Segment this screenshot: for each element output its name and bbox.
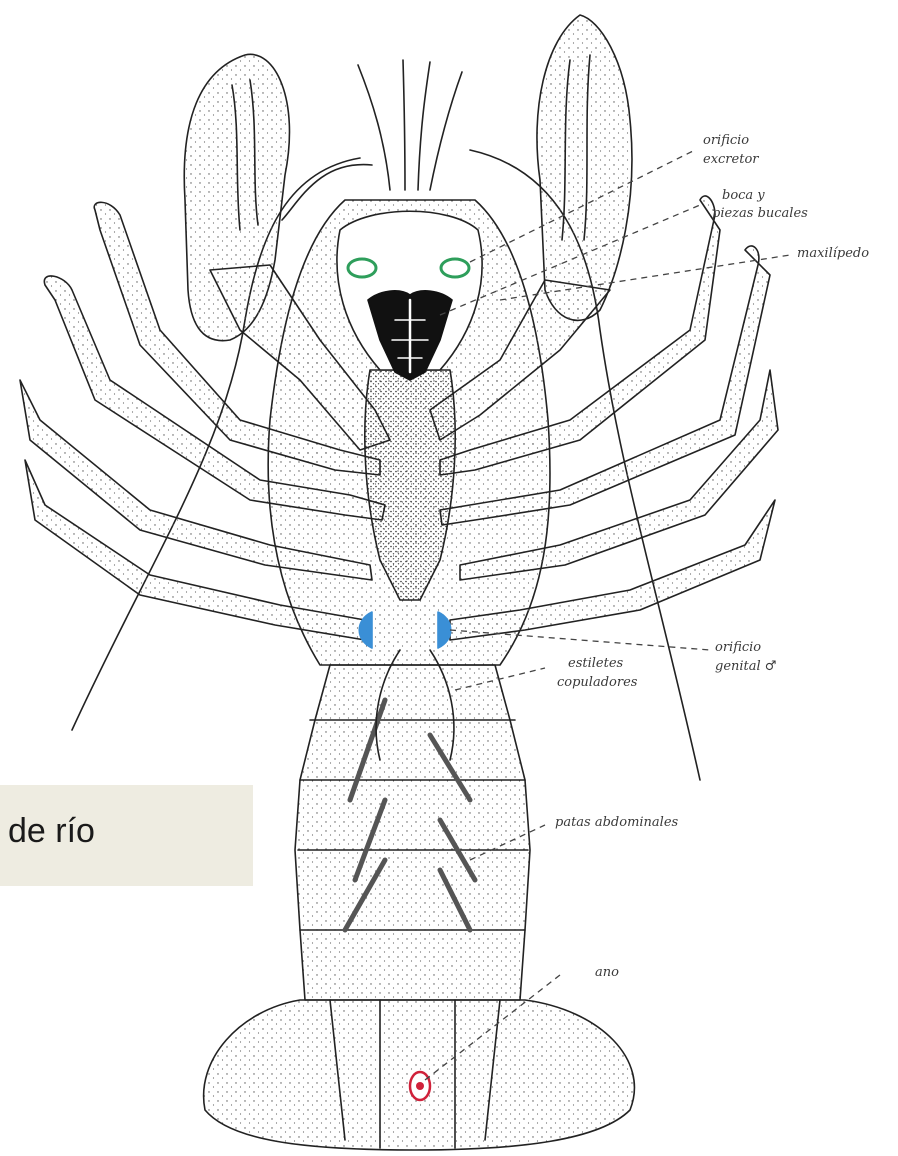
label-estiletes-2: copuladores — [557, 675, 637, 691]
abdomen — [295, 665, 530, 1000]
antennule-4 — [430, 72, 462, 190]
excretory-pore-right — [441, 259, 469, 277]
label-patas-abdominales: patas abdominales — [555, 815, 678, 831]
label-orificio-genital-2: genital ♂ — [715, 659, 776, 675]
caption-text: de río — [8, 812, 95, 851]
label-maxilipedo: maxilípedo — [797, 246, 869, 262]
antennule-2 — [403, 60, 405, 190]
label-boca-2: piezas bucales — [712, 206, 808, 222]
label-orificio-excretor-2: excretor — [703, 152, 758, 168]
label-ano: ano — [595, 965, 619, 981]
label-orificio-genital-1: orificio — [715, 640, 761, 656]
antennule-3 — [418, 62, 430, 190]
label-orificio-excretor-1: orificio — [703, 133, 749, 149]
label-boca-1: boca y — [722, 188, 765, 204]
caption-box: de río — [0, 785, 253, 886]
excretory-pore-left — [348, 259, 376, 277]
label-estiletes-1: estiletes — [568, 656, 623, 672]
antennule-1 — [358, 65, 390, 190]
right-claw — [537, 15, 632, 320]
